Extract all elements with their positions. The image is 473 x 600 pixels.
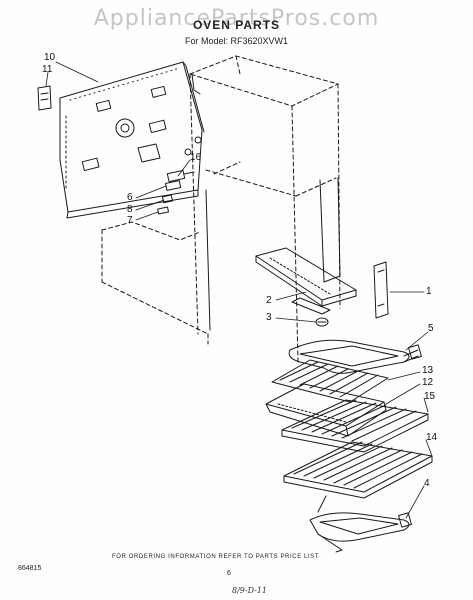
broiler-pan bbox=[265, 383, 387, 437]
panel-bracket bbox=[37, 85, 52, 111]
side-panel bbox=[373, 261, 389, 319]
broiler-tray-support bbox=[255, 247, 357, 315]
callout-8: 8 bbox=[127, 204, 133, 215]
callout-13: 13 bbox=[422, 365, 434, 376]
callout-15: 15 bbox=[424, 391, 436, 402]
handwritten-code: 8/9-D-11 bbox=[232, 586, 268, 595]
callout-11: 11 bbox=[42, 64, 53, 75]
lower-back-panel bbox=[101, 221, 209, 345]
callout-leader-lines bbox=[45, 61, 433, 519]
callout-1: 1 bbox=[426, 286, 432, 297]
broiler-grid bbox=[271, 359, 389, 403]
callout-16: 16 bbox=[190, 152, 202, 163]
callout-14: 14 bbox=[426, 432, 438, 443]
oven-rack-lower bbox=[283, 441, 433, 499]
door-clip bbox=[315, 317, 329, 327]
callout-2: 2 bbox=[266, 295, 272, 306]
model-line: For Model: RF3620XVW1 bbox=[184, 36, 289, 46]
callout-12: 12 bbox=[422, 377, 434, 388]
watermark: AppliancePartsPros.com bbox=[93, 6, 380, 31]
oven-body-frame bbox=[189, 55, 341, 363]
broil-element bbox=[288, 339, 422, 374]
page-number: 6 bbox=[227, 570, 231, 577]
diagram-title: OVEN PARTS bbox=[192, 18, 281, 32]
oven-body-corner-posts bbox=[191, 73, 341, 331]
callout-7: 7 bbox=[127, 215, 133, 226]
igniter-bracket-parts bbox=[157, 169, 195, 215]
callout-4: 4 bbox=[424, 478, 430, 489]
back-panel bbox=[59, 61, 205, 219]
callout-6: 6 bbox=[127, 192, 133, 203]
callout-3: 3 bbox=[266, 312, 272, 323]
bake-element bbox=[309, 495, 412, 553]
callout-10: 10 bbox=[44, 52, 56, 63]
ordering-note: FOR ORDERING INFORMATION REFER TO PARTS … bbox=[112, 554, 320, 560]
callout-5: 5 bbox=[428, 323, 434, 334]
oven-rack-upper bbox=[281, 399, 429, 453]
document-number: 864815 bbox=[18, 565, 42, 572]
